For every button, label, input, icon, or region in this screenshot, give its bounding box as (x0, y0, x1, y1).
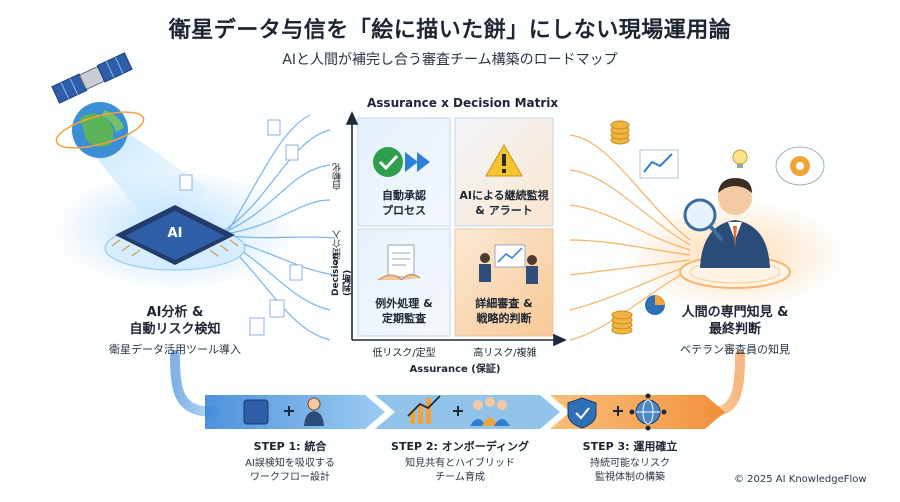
quadrant-label-line2: 戦略的判断 (476, 312, 532, 325)
quadrant-label-line2: 定期監査 (382, 312, 426, 325)
step2-chart-icon (407, 395, 441, 424)
step-2-desc-line1: 知見共有とハイブリッド (405, 458, 515, 469)
right-panel-title-line2: 最終判断 (708, 322, 761, 337)
left-panel-title: AI分析 & 自動リスク検知 (60, 304, 290, 338)
x-axis-right-label: 高リスク/複雑 (473, 348, 537, 359)
right-panel-description: ベテラン審査員の知見 (680, 343, 790, 356)
left-panel-description: 衛星データ活用ツール導入 (109, 343, 241, 356)
step1-person-icon (304, 397, 324, 426)
ai-chip-icon (104, 205, 246, 271)
plus-icon (284, 406, 623, 416)
matrix-axes (345, 111, 567, 347)
pie-chart-icon (645, 295, 665, 315)
quadrant-exception-handling: 例外処理 & 定期監査 (358, 296, 450, 326)
coins-icon (610, 120, 633, 335)
quadrant-label-line1: 例外処理 & (375, 297, 433, 310)
copyright-text: © 2025 AI KnowledgeFlow (734, 474, 867, 485)
quadrant-auto-approve: 自動承認 プロセス (358, 188, 450, 218)
quadrant-ai-monitoring: AIによる継続監視 & アラート (455, 188, 553, 218)
check-icon (373, 147, 403, 177)
quadrant-label-line1: 詳細審査 & (475, 297, 533, 310)
step3-shield-icon (567, 397, 597, 429)
magnifier-icon (683, 198, 724, 242)
step-2: STEP 2: オンボーディング 知見共有とハイブリッド チーム育成 (375, 438, 545, 485)
gear-thought-icon (775, 146, 825, 186)
warning-icon (485, 144, 523, 177)
quadrant-label-line2: プロセス (382, 204, 426, 217)
step-2-title: STEP 2: オンボーディング (391, 440, 529, 453)
step2-team-icon (470, 397, 510, 426)
step-1-desc-line1: AI誤検知を吸収する (245, 458, 335, 469)
right-panel-title: 人間の専門知見 & 最終判断 (620, 304, 850, 338)
ai-chip-label: AI (167, 226, 183, 241)
matrix-title: Assurance x Decision Matrix (367, 96, 559, 110)
quadrant-label-line2: & アラート (475, 204, 533, 217)
x-axis-label: Assurance (保証) (409, 364, 501, 375)
lightbulb-icon (732, 149, 748, 168)
left-panel-title-line2: 自動リスク検知 (129, 322, 221, 337)
satellite-icon (51, 52, 145, 158)
fast-forward-icon (405, 152, 430, 172)
x-axis-left-label: 低リスク/定型 (372, 348, 436, 359)
quadrant-label-line1: 自動承認 (382, 189, 426, 202)
step3-network-icon (629, 393, 667, 431)
left-panel-title-line1: AI分析 & (146, 305, 204, 320)
quadrant-detailed-review: 詳細審査 & 戦略的判断 (455, 296, 553, 326)
step-3-title: STEP 3: 運用確立 (582, 440, 678, 453)
page-subtitle: AIと人間が補完し合う審査チーム構築のロードマップ (282, 52, 618, 68)
document-icon-group (179, 119, 303, 336)
step-1: STEP 1: 統合 AI誤検知を吸収する ワークフロー設計 (215, 438, 365, 485)
step1-ai-icon (243, 399, 269, 425)
quadrant-label-line1: AIによる継続監視 (459, 189, 549, 202)
handshake-documents-icon (377, 244, 421, 281)
growth-chart-icon (639, 149, 679, 179)
step-3: STEP 3: 運用確立 持続可能なリスク 監視体制の構築 (550, 438, 710, 485)
step-1-title: STEP 1: 統合 (253, 440, 327, 453)
page-title: 衛星データ与信を「絵に描いた餅」にしない現場運用論 (168, 18, 732, 43)
y-axis-bottom-label: 人間介入 (333, 230, 343, 266)
expert-person-icon (679, 178, 791, 289)
step-3-desc-line1: 持続可能なリスク (590, 458, 670, 469)
business-people-icon (479, 244, 538, 284)
right-panel-title-line1: 人間の専門知見 & (681, 305, 789, 320)
step-3-desc-line2: 監視体制の構築 (595, 472, 665, 483)
y-axis-top-label: 自動化 (333, 163, 343, 190)
step-2-desc-line2: チーム育成 (435, 472, 485, 483)
step-1-desc-line2: ワークフロー設計 (250, 472, 330, 483)
